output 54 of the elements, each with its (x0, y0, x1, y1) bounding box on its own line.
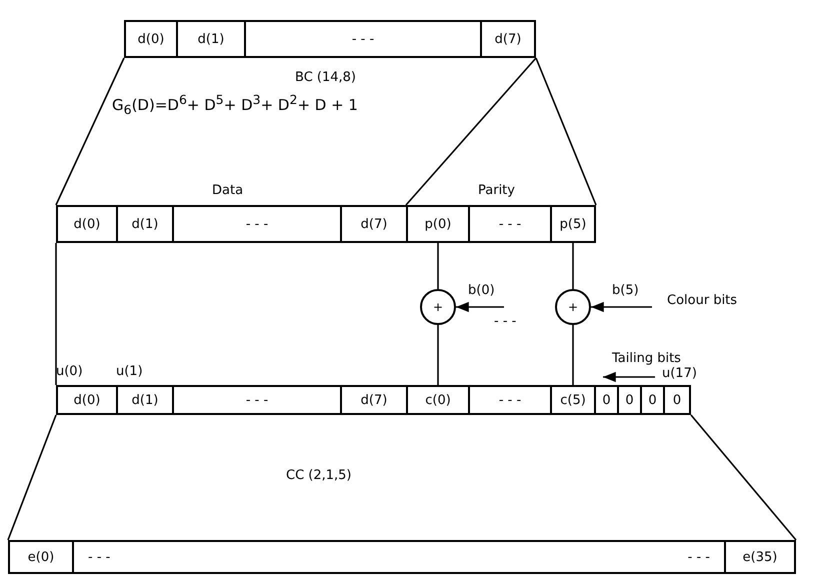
connector-line (572, 325, 574, 385)
bit-cell (72, 540, 726, 574)
bit-cell: 0 (640, 385, 665, 415)
bit-cell: d(0) (56, 205, 118, 243)
bit-cell: d(7) (340, 205, 408, 243)
bit-cell: d(1) (176, 20, 246, 58)
xor-symbol: + (555, 289, 591, 325)
code-label: CC (2,1,5) (286, 468, 352, 484)
bit-cell: e(35) (724, 540, 796, 574)
ellipsis-text: - - - (494, 314, 516, 330)
bit-cell: e(0) (8, 540, 74, 574)
bit-cell: d(7) (480, 20, 536, 58)
bit-label: b(5) (612, 283, 652, 308)
connector-line (405, 57, 537, 206)
bit-cell: 0 (594, 385, 619, 415)
bit-cell: - - - (468, 385, 552, 415)
bit-cell: p(0) (406, 205, 470, 243)
connector-line (690, 414, 797, 541)
bit-index-label: u(1) (116, 364, 143, 380)
bit-cell: 0 (617, 385, 642, 415)
ellipsis-text: - - - (688, 550, 710, 564)
connector-line (437, 325, 439, 385)
section-label: Parity (478, 183, 515, 199)
connector-line (55, 243, 57, 385)
bit-cell: p(5) (550, 205, 596, 243)
connector-line (7, 414, 57, 540)
bit-cell: d(1) (116, 385, 174, 415)
bit-cell: - - - (172, 385, 342, 415)
bit-cell: 0 (663, 385, 691, 415)
polynomial-formula: G$_{6}$(D)=D$^{6}$+ D$^{5}$+ D$^{3}$+ D$^{2}$+ D + 1 (112, 92, 358, 118)
connector-line (55, 58, 125, 206)
bit-cell: d(1) (116, 205, 174, 243)
code-label: BC (14,8) (295, 70, 356, 86)
bit-cell: d(0) (56, 385, 118, 415)
bit-cell: - - - (468, 205, 552, 243)
bit-cell: - - - (244, 20, 482, 58)
bit-cell: d(0) (124, 20, 178, 58)
annotation-text: Colour bits (667, 293, 738, 309)
ellipsis-text: - - - (88, 550, 110, 564)
bit-index-label: u(17) (662, 366, 697, 382)
section-label: Data (212, 183, 244, 199)
bit-cell: c(5) (550, 385, 596, 415)
connector-line (437, 243, 439, 289)
bit-index-label: u(0) (56, 364, 83, 380)
annotation-text: Tailing bits (612, 351, 681, 367)
connector-line (535, 58, 597, 206)
arrow (456, 302, 504, 312)
xor-symbol: + (420, 289, 456, 325)
bit-cell: c(0) (406, 385, 470, 415)
connector-line (572, 243, 574, 289)
bit-cell: d(7) (340, 385, 408, 415)
arrow (591, 302, 652, 312)
bit-label: b(0) (468, 283, 504, 308)
bit-cell: - - - (172, 205, 342, 243)
